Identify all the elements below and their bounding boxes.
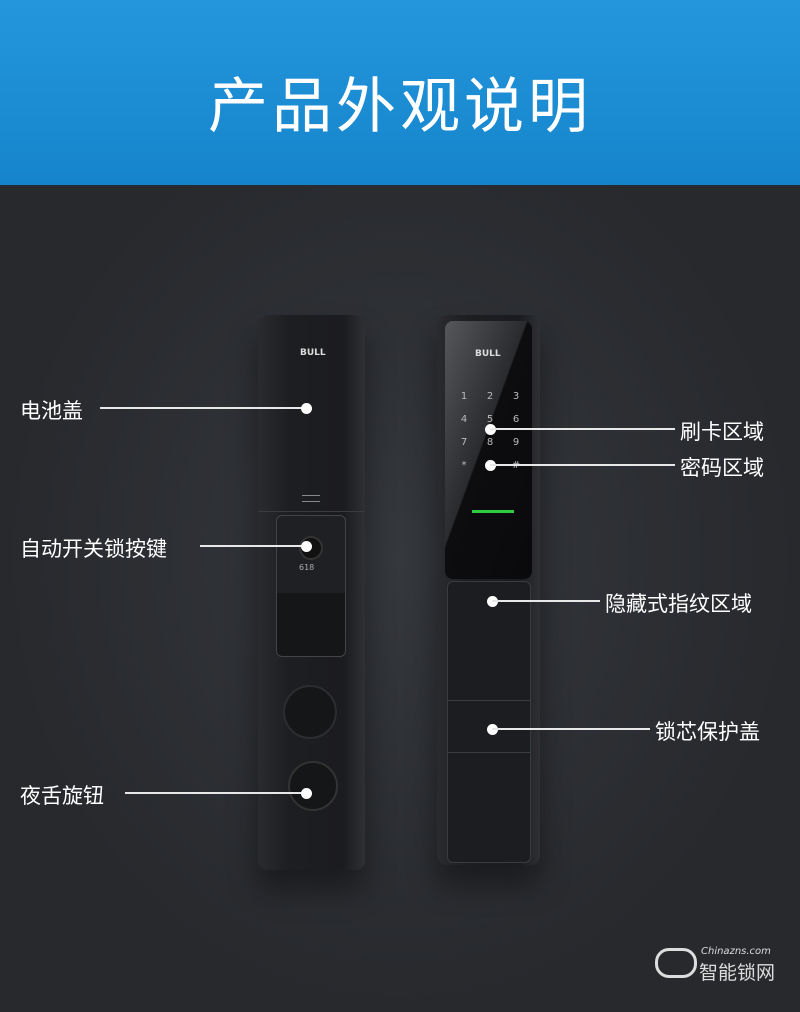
button-code: 618 — [299, 563, 315, 572]
keypad-key[interactable]: 9 — [512, 437, 520, 448]
label-password-area: 密码区域 — [680, 456, 764, 480]
keypad-key[interactable]: 7 — [460, 437, 468, 448]
battery-cover-seam — [258, 511, 365, 512]
callout-dot — [301, 541, 312, 552]
callout-dot — [301, 788, 312, 799]
watermark-domain: Chinazns.com — [701, 946, 771, 957]
callout-line — [492, 728, 650, 730]
callout-line — [490, 464, 675, 466]
lock-back-view: BULL 618 — [258, 315, 365, 870]
keypad-key[interactable]: 4 — [460, 414, 468, 425]
auto-lock-panel: 618 — [276, 515, 346, 657]
background — [0, 185, 800, 1012]
keypad-key[interactable]: 1 — [460, 391, 468, 402]
cloud-logo-icon — [655, 948, 697, 978]
night-latch-knob[interactable] — [288, 761, 338, 811]
header-banner: 产品外观说明 — [0, 0, 800, 185]
watermark-name: 智能锁网 — [699, 962, 776, 984]
label-hidden-fingerprint-area: 隐藏式指纹区域 — [605, 592, 752, 616]
callout-line — [492, 600, 600, 602]
label-card-area: 刷卡区域 — [680, 420, 764, 444]
brand-logo: BULL — [475, 349, 501, 359]
keypad-key[interactable]: 2 — [486, 391, 494, 402]
page-title: 产品外观说明 — [208, 72, 592, 142]
grip-icon — [302, 495, 320, 502]
keypad-key[interactable]: 6 — [512, 414, 520, 425]
keypad-key[interactable]: * — [461, 460, 467, 471]
fingerprint-cover[interactable] — [447, 581, 531, 863]
label-auto-lock-button: 自动开关锁按键 — [20, 537, 167, 561]
status-light — [472, 510, 514, 513]
touch-panel[interactable]: BULL — [445, 321, 532, 579]
keypad-key[interactable]: 8 — [486, 437, 494, 448]
label-night-latch-knob: 夜舌旋钮 — [20, 784, 104, 808]
brand-logo: BULL — [300, 348, 326, 358]
callout-line — [125, 792, 306, 794]
callout-line — [100, 407, 306, 409]
keypad-key[interactable]: 3 — [512, 391, 520, 402]
callout-line — [490, 428, 675, 430]
label-lock-cylinder-cover: 锁芯保护盖 — [655, 720, 760, 744]
cover-seam — [448, 752, 530, 753]
callout-dot — [301, 403, 312, 414]
label-battery-cover: 电池盖 — [20, 399, 83, 423]
knob-icon[interactable] — [283, 685, 337, 739]
keypad-key[interactable]: 5 — [486, 414, 494, 425]
callout-line — [200, 545, 306, 547]
cover-seam — [448, 700, 530, 701]
